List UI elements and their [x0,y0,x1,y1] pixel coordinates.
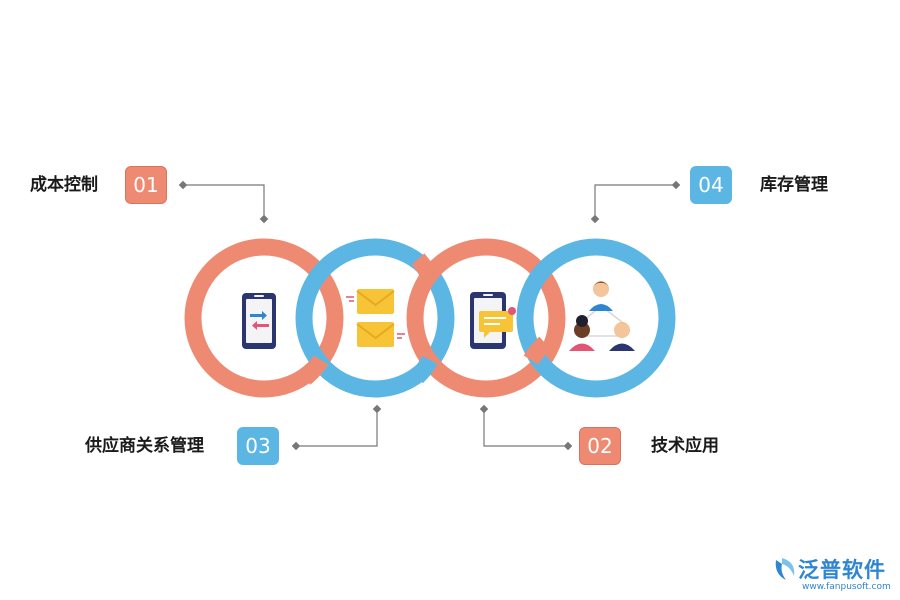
logo-icon [775,558,795,580]
envelopes-icon [346,289,405,347]
connector-04 [594,184,676,219]
logo-url: www.fanpusoft.com [802,582,891,592]
brand-logo: 泛普软件 www.fanpusoft.com [772,552,896,596]
badge-04: 04 [690,166,732,204]
connector-01 [183,184,265,219]
badge-03: 03 [237,427,279,465]
phone-message-icon [470,292,516,349]
badge-02: 02 [579,427,621,465]
connectors [183,184,676,447]
logo-name: 泛普软件 [798,558,886,582]
ring-1 [184,238,344,398]
badge-01: 01 [125,166,167,204]
ring-3 [406,238,566,398]
connector-03 [296,409,378,447]
item-label-04: 库存管理 [760,175,828,195]
connector-02 [483,409,568,447]
phone-transfer-icon [242,293,276,349]
item-label-01: 成本控制 [30,175,98,195]
ring-2 [295,238,455,398]
ring-4 [516,238,676,398]
item-label-03: 供应商关系管理 [85,436,204,456]
team-icon [569,281,635,351]
item-label-02: 技术应用 [651,436,719,456]
